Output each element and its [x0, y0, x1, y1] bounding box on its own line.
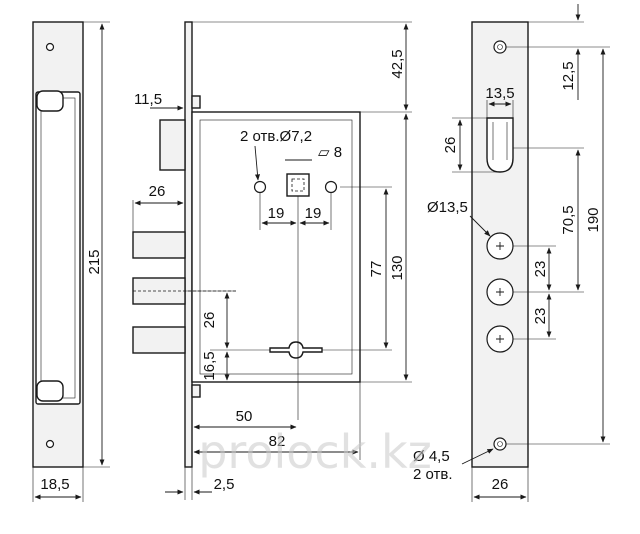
- side-faceplate: [184, 21, 193, 468]
- bolt-length-label: 26: [149, 183, 166, 200]
- top-screw-hole: [493, 40, 507, 54]
- lock-body: [191, 111, 361, 383]
- bolt-middle-cross: [496, 288, 504, 296]
- screw-holes-label: Ø 4,5: [413, 448, 450, 465]
- mount-hole-right: [324, 180, 338, 194]
- keyhole-offset-label: 16,5: [201, 351, 218, 380]
- spacing-left-label: 19: [268, 205, 285, 222]
- body-height-label: 130: [389, 255, 406, 280]
- mount-hole-left: [253, 180, 267, 194]
- latch-width-label: 13,5: [485, 85, 514, 102]
- front-latch: [486, 117, 514, 173]
- left-bottom-hole: [45, 439, 55, 449]
- left-faceplate-recess: [35, 91, 81, 405]
- holes-label: 2 отв.Ø7,2: [240, 128, 312, 145]
- left-upper-slot: [36, 90, 64, 112]
- spacing-right-label: 19: [305, 205, 322, 222]
- keyhole-spindle-label: 77: [368, 261, 385, 278]
- bolt-bottom: [132, 326, 186, 354]
- faceplate-thickness-label: 2,5: [214, 476, 235, 493]
- screw-holes-leader: [461, 448, 494, 465]
- bottom-screw-hole: [493, 437, 507, 451]
- bolt-pitch-label: 26: [201, 312, 218, 329]
- latch-height-label: 26: [442, 137, 459, 154]
- faceplate-tab-bottom: [191, 384, 201, 398]
- spindle-square: [291, 178, 305, 192]
- front-view: 12,5 13,5 26 Ø13,5 23 23 70,5 190 Ø 4,5 …: [413, 4, 610, 502]
- watermark: prolock.kz: [198, 425, 432, 479]
- hole-pitch-label: 190: [585, 207, 602, 232]
- lock-body-inner: [199, 119, 353, 375]
- front-width-label: 26: [492, 476, 509, 493]
- top-screw-hole-inner: [497, 44, 503, 50]
- side-view: 11,5 26 2 отв.Ø7,2 ▱ 8 19 19 77 130 42,5: [132, 21, 412, 500]
- latch: [159, 119, 186, 171]
- bolt-diameter-leader: [469, 215, 491, 237]
- spindle-square-label: ▱ 8: [318, 144, 342, 161]
- faceplate-tab-top: [191, 95, 201, 109]
- left-lower-slot: [36, 380, 64, 402]
- left-faceplate-view: 215 18,5: [32, 21, 110, 502]
- total-width-label: 82: [269, 433, 286, 450]
- bolt-offset-label: 11,5: [134, 91, 162, 108]
- left-height-label: 215: [86, 249, 103, 274]
- bolt-pitch-2-label: 23: [532, 308, 549, 325]
- holes-leader: [254, 145, 261, 181]
- bolt-top: [132, 231, 186, 259]
- bolt-top-cross: [496, 242, 504, 250]
- screw-holes-count-label: 2 отв.: [413, 466, 453, 483]
- bottom-screw-hole-inner: [497, 441, 503, 447]
- backset-label: 50: [236, 408, 253, 425]
- keyhole: [269, 341, 323, 359]
- bolt-pitch-1-label: 23: [532, 261, 549, 278]
- top-hole-label: 12,5: [560, 61, 577, 90]
- spindle-housing: [286, 173, 310, 197]
- left-top-hole: [45, 42, 55, 52]
- bolt-bottom-cross: [496, 335, 504, 343]
- top-offset-label: 42,5: [389, 49, 406, 78]
- latch-bolt-label: 70,5: [560, 205, 577, 234]
- bolt-diameter-label: Ø13,5: [427, 199, 468, 216]
- left-width-label: 18,5: [40, 476, 69, 493]
